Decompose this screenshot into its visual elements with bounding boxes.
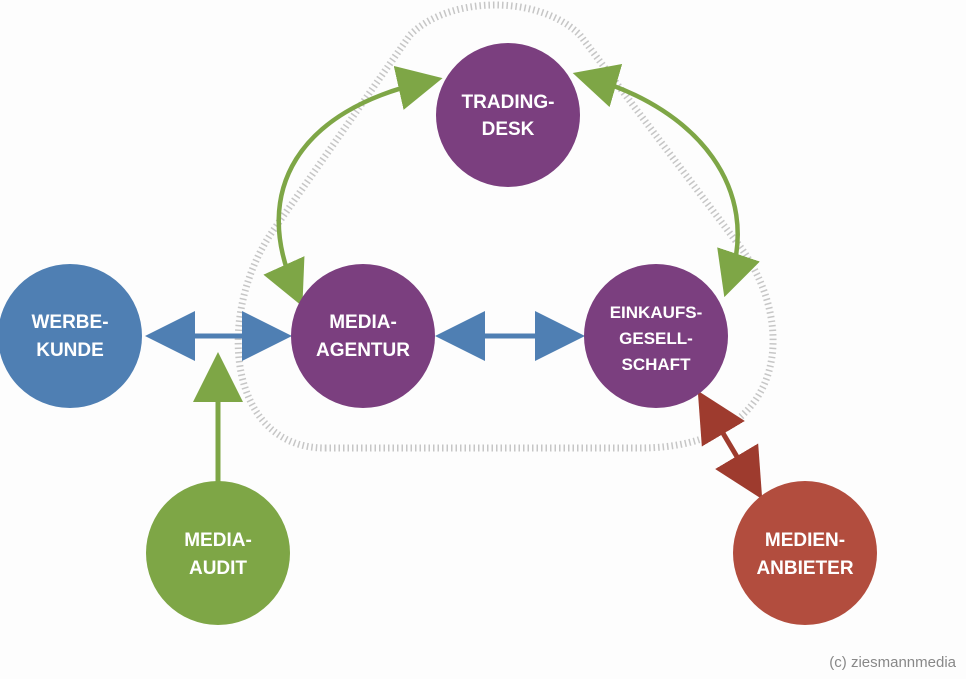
node-medienanbieter-line2: ANBIETER [756,558,853,579]
arrow-agentur-trading [263,65,443,307]
node-medienanbieter-line1: MEDIEN- [765,530,845,551]
node-einkauf-line1: EINKAUFS- [610,303,703,322]
node-media-agentur: MEDIA- AGENTUR [291,264,435,408]
node-trading-desk-line2: DESK [482,119,535,140]
node-media-agentur-line1: MEDIA- [329,312,397,333]
node-werbekunde: WERBE- KUNDE [0,264,142,408]
node-media-audit-line1: MEDIA- [184,530,252,551]
arrow-trading-einkauf [572,63,760,298]
node-media-audit: MEDIA- AUDIT [146,481,290,625]
node-trading-desk: TRADING- DESK [436,43,580,187]
node-media-audit-line2: AUDIT [189,558,247,579]
node-werbekunde-line2: KUNDE [36,340,104,361]
node-trading-desk-line1: TRADING- [462,92,555,113]
node-einkaufsgesellschaft: EINKAUFS- GESELL- SCHAFT [584,264,728,408]
arrow-einkauf-medienanbieter [697,390,763,500]
node-werbekunde-line1: WERBE- [31,312,108,333]
node-einkauf-line2: GESELL- [619,329,693,348]
copyright-credit: (c) ziesmannmedia [829,654,956,671]
node-medienanbieter: MEDIEN- ANBIETER [733,481,877,625]
node-media-agentur-line2: AGENTUR [316,340,410,361]
node-einkauf-line3: SCHAFT [622,355,692,374]
